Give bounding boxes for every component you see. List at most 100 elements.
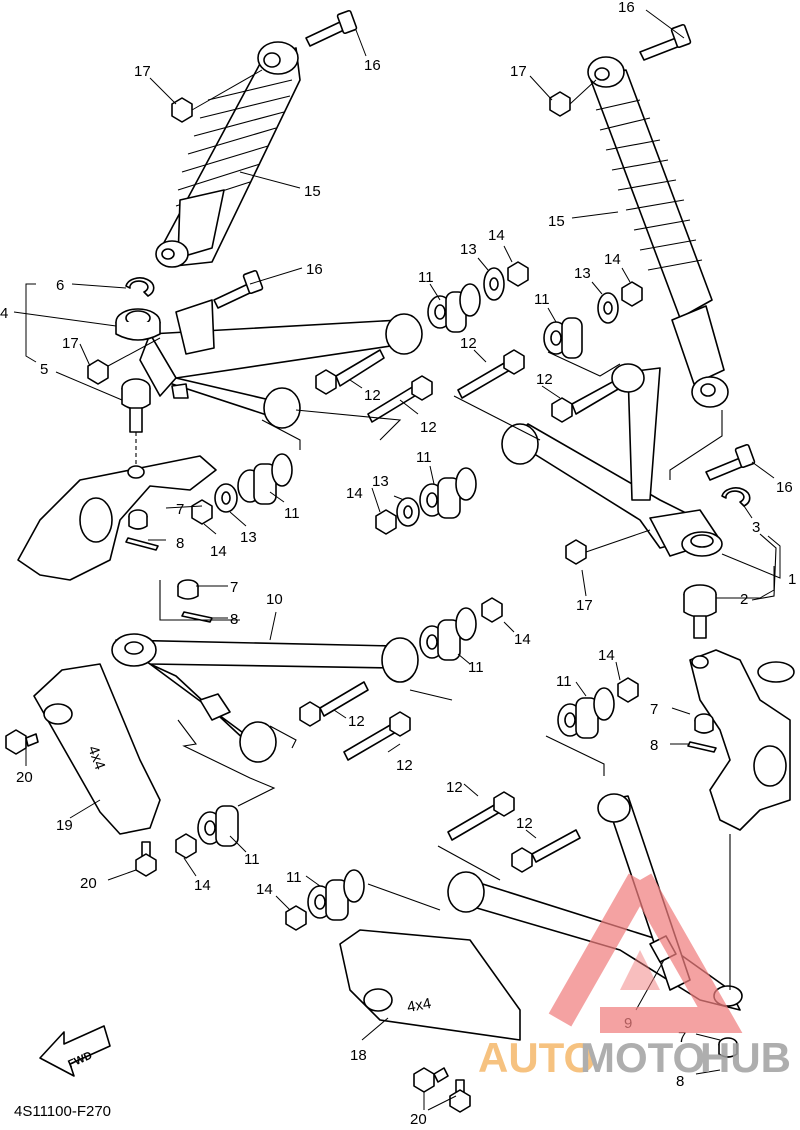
callout-12: 12 — [420, 419, 437, 436]
callout-20: 20 — [16, 769, 33, 786]
bushing-set-lower-right-front — [285, 869, 365, 931]
callout-7: 7 — [176, 501, 184, 518]
callout-6: 6 — [56, 277, 64, 294]
callout-14: 14 — [346, 485, 363, 502]
assembly-guide-lines — [159, 351, 777, 990]
callout-13: 13 — [460, 241, 477, 258]
callout-12: 12 — [396, 757, 413, 774]
callout-4: 4 — [0, 305, 8, 322]
callout-1: 1 — [788, 571, 796, 588]
guard-bolt-left — [5, 729, 39, 755]
callout-16: 16 — [306, 261, 323, 278]
callout-8: 8 — [650, 737, 658, 754]
callout-14: 14 — [210, 543, 227, 560]
callout-11: 11 — [534, 291, 550, 308]
right-ball-joint — [683, 584, 717, 639]
pivot-bolt-12h — [511, 829, 581, 873]
callout-16: 16 — [776, 479, 793, 496]
right-guard-emboss-label: 4x4 — [406, 995, 433, 1016]
left-lower-castle-nut — [177, 579, 199, 600]
left-upper-bolt — [305, 9, 358, 47]
left-circlip — [125, 277, 155, 297]
callout-15: 15 — [304, 183, 321, 200]
callout-12: 12 — [348, 713, 365, 730]
callout-17: 17 — [576, 597, 593, 614]
callout-2: 2 — [740, 591, 748, 608]
right-arm-guard: 4x4 — [339, 929, 521, 1041]
bushing-set-mid-right — [375, 467, 477, 535]
callout-16: 16 — [618, 0, 635, 16]
callout-11: 11 — [418, 269, 434, 286]
callout-14: 14 — [194, 877, 211, 894]
left-steering-knuckle — [17, 455, 217, 581]
diagram-reference-code: 4S11100-F270 — [14, 1103, 111, 1120]
callout-8: 8 — [230, 611, 238, 628]
callout-12: 12 — [446, 779, 463, 796]
callout-8: 8 — [676, 1073, 684, 1090]
callout-12: 12 — [516, 815, 533, 832]
callout-14: 14 — [604, 251, 621, 268]
lower-castle-nut-right — [718, 1037, 738, 1058]
callout-20: 20 — [80, 875, 97, 892]
pivot-bolt-12g — [447, 791, 515, 841]
callout-18: 18 — [350, 1047, 367, 1064]
callout-11: 11 — [286, 869, 302, 886]
watermark-text-hub: HUB — [700, 1034, 791, 1081]
pivot-bolt-12f — [343, 711, 411, 761]
pivot-bolt-12c — [457, 349, 525, 399]
callout-3: 3 — [752, 519, 760, 536]
right-circlip — [721, 487, 751, 507]
guard-bolts-right — [413, 1067, 471, 1113]
callout-17: 17 — [134, 63, 151, 80]
callout-12: 12 — [460, 335, 477, 352]
pivot-bolt-12d — [551, 379, 621, 423]
right-arm-nut — [565, 529, 651, 565]
left-cotter-pin — [125, 537, 159, 551]
callout-12: 12 — [536, 371, 553, 388]
left-upper-nut — [171, 69, 263, 123]
callout-13: 13 — [240, 529, 257, 546]
callout-7: 7 — [230, 579, 238, 596]
callout-12: 12 — [364, 387, 381, 404]
right-cotter-pin — [687, 741, 717, 753]
callout-15: 15 — [548, 213, 565, 230]
callout-11: 11 — [244, 851, 260, 868]
bushing-set-mid-left — [191, 453, 293, 525]
watermark-logo: AUTO MOTO HUB — [478, 873, 791, 1081]
bushing-set-lower-left-rear — [419, 597, 503, 661]
callout-7: 7 — [678, 1029, 686, 1046]
callout-14: 14 — [488, 227, 505, 244]
pivot-bolt-12b — [367, 375, 433, 423]
callout-17: 17 — [62, 335, 79, 352]
callout-leaders — [13, 9, 781, 1111]
right-upper-bolt — [639, 23, 692, 61]
right-upper-arm — [501, 363, 723, 557]
watermark-text-moto: MOTO — [580, 1034, 705, 1081]
callout-14: 14 — [598, 647, 615, 664]
callout-20: 20 — [410, 1111, 427, 1125]
pivot-bolt-12e — [299, 681, 369, 727]
callout-16: 16 — [364, 57, 381, 74]
left-shock-absorber — [155, 41, 301, 268]
callout-17: 17 — [510, 63, 527, 80]
bushing-set-lower-left-front — [175, 805, 239, 859]
callout-11: 11 — [284, 505, 300, 522]
callout-7: 7 — [650, 701, 658, 718]
left-ball-joint — [121, 378, 151, 470]
callout-14: 14 — [256, 881, 273, 898]
bushing-set-upper-rear — [427, 261, 529, 333]
left-upper-arm-bolt — [213, 269, 264, 309]
right-castle-nut — [694, 713, 714, 734]
pivot-bolt-12a — [315, 349, 385, 395]
bushing-set-lower-right-rear — [557, 677, 639, 739]
right-arm-bolt-16 — [705, 443, 756, 481]
bushing-set-upper-front — [543, 281, 643, 359]
right-upper-nut — [549, 79, 597, 117]
left-upper-arm — [139, 299, 423, 429]
callout-14: 14 — [514, 631, 531, 648]
forward-direction-arrow: FWD — [39, 1025, 111, 1077]
left-ball-joint-mount — [115, 308, 161, 341]
left-castle-nut — [128, 509, 148, 530]
